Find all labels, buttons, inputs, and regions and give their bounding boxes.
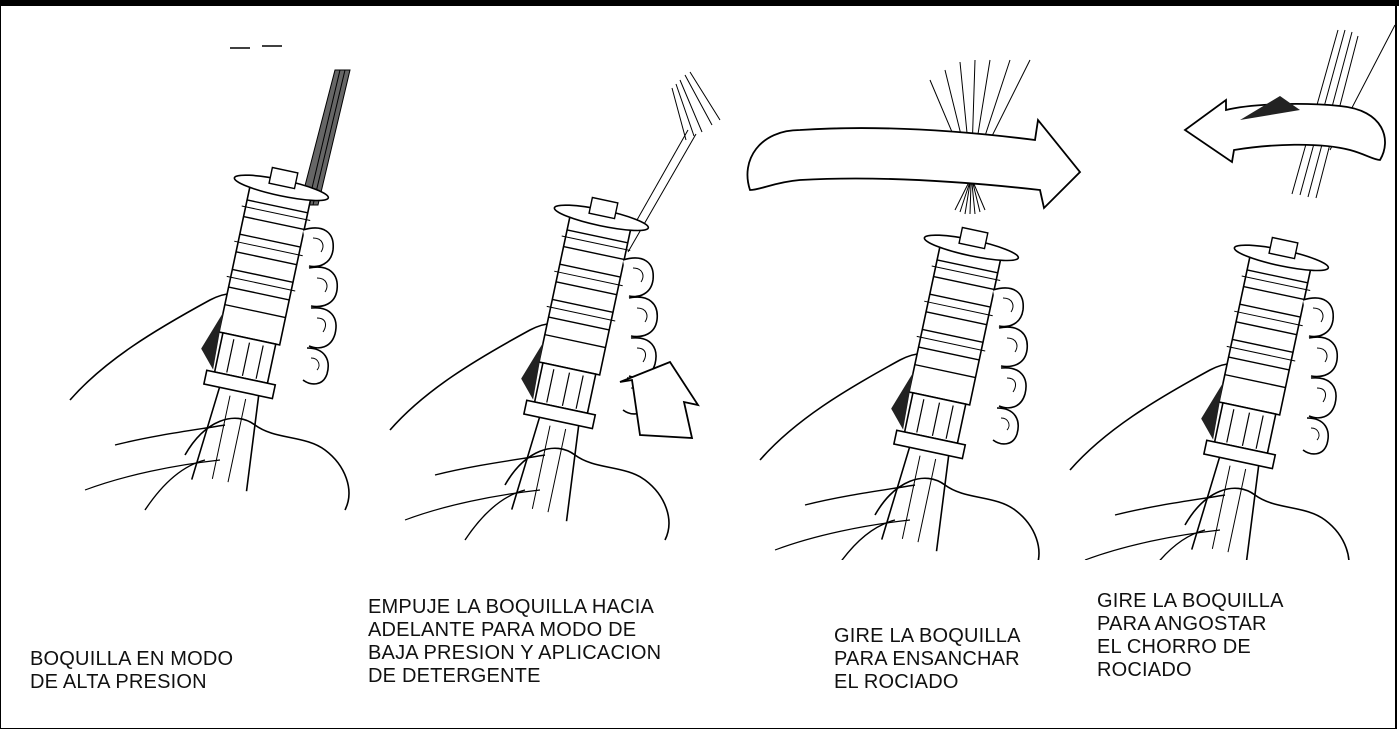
rotate-widen-arrow	[746, 117, 1082, 210]
caption-low-pressure-detergent: EMPUJE LA BOQUILLA HACIA ADELANTE PARA M…	[368, 596, 662, 687]
panel-4-illustration	[1069, 24, 1396, 560]
caption-widen-spray: GIRE LA BOQUILLA PARA ENSANCHAR EL ROCIA…	[834, 625, 1021, 693]
panel-2-illustration	[389, 71, 721, 541]
panel-3-illustration	[746, 59, 1082, 560]
rotate-narrow-arrow	[1183, 98, 1386, 164]
push-forward-arrow	[619, 360, 700, 439]
caption-narrow-spray: GIRE LA BOQUILLA PARA ANGOSTAR EL CHORRO…	[1097, 590, 1284, 681]
nozzle-illustrations	[69, 24, 1396, 560]
panel-1-illustration	[69, 45, 351, 511]
caption-high-pressure: BOQUILLA EN MODO DE ALTA PRESION	[30, 648, 234, 693]
top-border	[0, 0, 1399, 6]
